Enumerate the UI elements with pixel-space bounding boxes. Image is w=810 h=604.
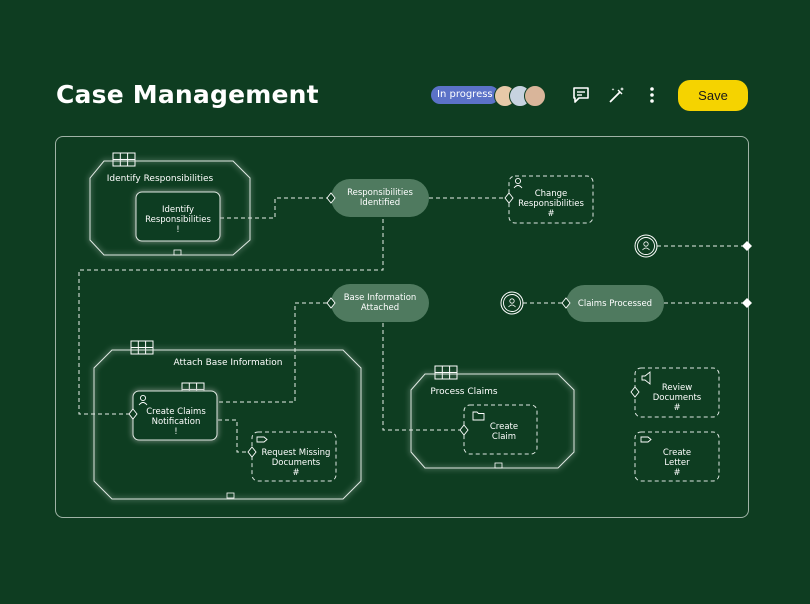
connector bbox=[218, 419, 250, 453]
task-line: Letter bbox=[664, 458, 690, 468]
task-line: ! bbox=[176, 225, 179, 235]
sentry-diamond bbox=[128, 408, 138, 420]
stage-attach-base-information[interactable]: Attach Base Information Create Claims No… bbox=[93, 340, 362, 500]
task-line: # bbox=[547, 209, 554, 219]
sentry-diamond bbox=[630, 386, 640, 398]
task-create-letter[interactable]: Create Letter # bbox=[634, 431, 720, 482]
collapse-icon[interactable] bbox=[494, 462, 503, 469]
exit-criterion-diamond bbox=[742, 241, 752, 251]
milestone-line: Base Information bbox=[344, 293, 417, 303]
stage-identify-responsibilities[interactable]: Identify Responsibilities Identify Respo… bbox=[89, 152, 251, 256]
task-line: Create bbox=[490, 422, 518, 432]
task-line: Claim bbox=[492, 432, 516, 442]
connector bbox=[219, 302, 331, 403]
status-badge[interactable]: In progress bbox=[431, 86, 499, 104]
milestone-responsibilities-identified[interactable]: Responsibilities Identified bbox=[326, 179, 429, 217]
milestone-claims-processed[interactable]: Claims Processed bbox=[561, 285, 664, 322]
task-line: Create Claims bbox=[146, 407, 206, 417]
user-icon bbox=[138, 394, 148, 406]
task-line: # bbox=[673, 403, 680, 413]
send-icon bbox=[256, 436, 268, 443]
task-line: ! bbox=[174, 427, 177, 437]
milestone-label: Claims Processed bbox=[578, 299, 652, 309]
task-line: Review bbox=[662, 383, 692, 393]
collapse-icon[interactable] bbox=[173, 249, 182, 256]
comment-icon[interactable] bbox=[570, 84, 592, 106]
task-identify-responsibilities[interactable] bbox=[135, 191, 221, 242]
sentry-diamond bbox=[247, 446, 257, 458]
milestone-base-information-attached[interactable]: Base Information Attached bbox=[326, 284, 429, 322]
task-line: Notification bbox=[152, 417, 201, 427]
send-icon bbox=[640, 436, 652, 443]
sentry-diamond bbox=[326, 192, 336, 204]
exit-criterion-diamond bbox=[742, 298, 752, 308]
user-icon bbox=[513, 177, 523, 189]
task-line: # bbox=[673, 468, 680, 478]
sentry-diamond bbox=[459, 424, 469, 436]
milestone-line: Responsibilities bbox=[347, 188, 413, 198]
stage-title: Process Claims bbox=[430, 387, 498, 397]
task-line: # bbox=[292, 468, 299, 478]
table-icon bbox=[434, 365, 458, 380]
task-line: Create bbox=[663, 448, 691, 458]
task-change-responsibilities[interactable]: Change Responsibilities # bbox=[504, 175, 594, 224]
save-button[interactable]: Save bbox=[678, 80, 748, 111]
more-vertical-icon[interactable] bbox=[641, 84, 663, 106]
page-title: Case Management bbox=[56, 80, 319, 109]
task-line: Identify bbox=[162, 205, 194, 215]
magic-wand-icon[interactable] bbox=[606, 84, 628, 106]
milestone-line: Identified bbox=[360, 198, 400, 208]
task-line: Change bbox=[535, 189, 568, 199]
folder-icon bbox=[472, 411, 485, 421]
event-listener-user[interactable] bbox=[500, 291, 524, 315]
task-line: Documents bbox=[653, 393, 702, 403]
sentry-diamond bbox=[561, 297, 571, 309]
collapse-icon[interactable] bbox=[226, 492, 235, 499]
milestone-line: Attached bbox=[361, 303, 399, 313]
connectors bbox=[78, 197, 746, 453]
case-plan-board bbox=[55, 136, 749, 518]
task-review-documents[interactable]: Review Documents # bbox=[630, 367, 720, 418]
megaphone-icon bbox=[641, 371, 651, 385]
task-line: Responsibilities bbox=[518, 199, 584, 209]
stage-title: Attach Base Information bbox=[174, 358, 283, 368]
task-line: Request Missing bbox=[262, 448, 331, 458]
event-listener-user[interactable] bbox=[634, 234, 658, 258]
table-icon bbox=[112, 152, 136, 167]
connector bbox=[220, 197, 331, 219]
stage-title: Identify Responsibilities bbox=[107, 174, 214, 184]
connector bbox=[382, 323, 462, 431]
avatar[interactable] bbox=[524, 85, 546, 107]
table-icon bbox=[130, 340, 154, 355]
task-line: Responsibilities bbox=[145, 215, 211, 225]
stage-process-claims[interactable]: Process Claims Create Claim bbox=[410, 365, 575, 469]
task-line: Documents bbox=[272, 458, 321, 468]
sentry-diamond bbox=[326, 297, 336, 309]
sentry-diamond bbox=[504, 192, 514, 204]
